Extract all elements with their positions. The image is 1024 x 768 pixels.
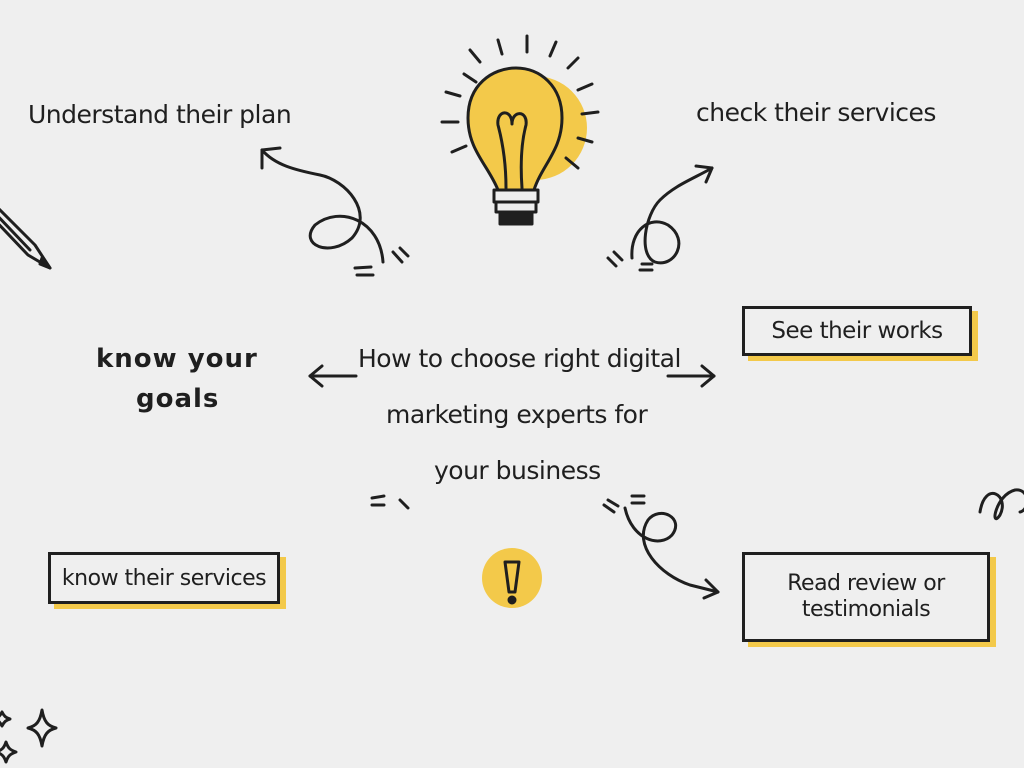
curly-arrow-icon [623,506,720,600]
branch-know-goals-line1: know your [96,344,258,374]
branch-know-goals-line2: goals [136,384,220,414]
loops-icon [978,488,1024,520]
center-topic-line2: marketing experts for [386,400,648,429]
branch-check-services: check their services [696,98,936,127]
curly-arrow-icon [260,146,385,264]
branch-know-services-box: know their services [48,552,280,604]
pencil-icon [0,207,52,270]
branch-know-services: know their services [61,565,267,591]
center-topic-line1: How to choose right digital [358,344,681,373]
branch-read-review-line2: testimonials [801,597,931,622]
curly-arrow-icon [606,164,714,272]
branch-understand-plan: Understand their plan [28,100,292,129]
branch-read-review-line1: Read review or [787,571,945,596]
sparkle-icon [0,708,58,764]
branch-see-works-box: See their works [742,306,972,356]
center-topic-line3: your business [434,456,601,485]
branch-see-works: See their works [771,318,943,344]
lightbulb-icon [440,34,600,226]
branch-read-review-box: Read review or testimonials [742,552,990,642]
arrow-right-icon [666,364,716,388]
arrow-left-icon [308,364,358,388]
exclamation-icon [482,548,542,608]
